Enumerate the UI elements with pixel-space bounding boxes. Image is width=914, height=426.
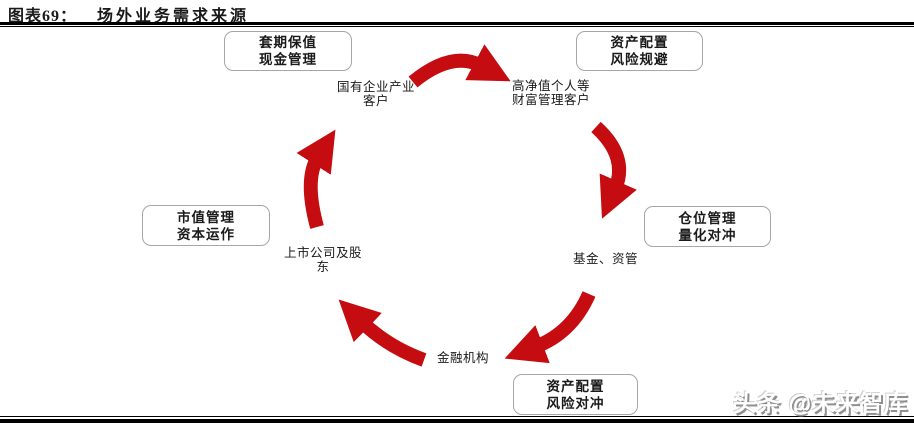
need-line: 仓位管理 [678, 210, 737, 226]
need-line: 资产配置 [546, 378, 605, 394]
need-box-position-mgmt-quant-hedging: 仓位管理 量化对冲 [644, 206, 771, 247]
need-line: 风险对冲 [546, 395, 605, 411]
need-line: 资本运作 [177, 226, 235, 242]
node-label-line: 高净值个人等 [512, 79, 591, 93]
node-label-line: 上市公司及股 [283, 246, 362, 260]
node-label-line: 东 [316, 260, 330, 274]
bottom-border-rule [0, 416, 914, 423]
arrow-hnw-to-funds [591, 121, 637, 219]
need-line: 套期保值 [259, 35, 317, 50]
node-label-hnw-wealth-clients: 高净值个人等 财富管理客户 [512, 79, 602, 107]
arrow-fi-to-listed [338, 299, 427, 367]
need-box-market-value-capital-ops: 市值管理 资本运作 [142, 205, 270, 246]
need-line: 资产配置 [610, 35, 669, 50]
node-label-line: 国有企业产业 [336, 80, 415, 94]
need-box-hedging-cash-mgmt: 套期保值 现金管理 [224, 31, 352, 71]
watermark: 头条 @未来智库 [733, 390, 908, 416]
node-label-financial-institutions: 金融机构 [437, 351, 517, 365]
need-box-asset-allocation-risk-avoidance: 资产配置 风险规避 [576, 31, 703, 71]
node-label-funds-asset-managers: 基金、资管 [573, 252, 663, 266]
arrow-listed-to-soe [296, 129, 336, 229]
title-divider-rule [0, 22, 914, 27]
node-label-line: 财富管理客户 [512, 93, 591, 107]
figure-title-text: 场外业务需求来源 [97, 8, 250, 25]
need-box-asset-allocation-risk-hedging: 资产配置 风险对冲 [513, 374, 638, 415]
node-label-line: 金融机构 [437, 351, 490, 365]
need-line: 风险规避 [610, 52, 669, 67]
figure-number-label: 图表69： [8, 8, 78, 25]
figure-title: 图表69： 场外业务需求来源 [8, 2, 249, 26]
node-label-soe-industrial-clients: 国有企业产业 客户 [333, 80, 419, 108]
need-line: 量化对冲 [678, 227, 737, 243]
node-label-line: 基金、资管 [573, 252, 639, 266]
node-label-line: 客户 [362, 94, 389, 108]
need-line: 市值管理 [177, 209, 235, 225]
node-label-listed-companies-shareholders: 上市公司及股 东 [277, 246, 369, 274]
arrow-soe-to-hnw [408, 44, 511, 88]
need-line: 现金管理 [259, 52, 317, 67]
arrow-funds-to-fi [504, 291, 596, 364]
